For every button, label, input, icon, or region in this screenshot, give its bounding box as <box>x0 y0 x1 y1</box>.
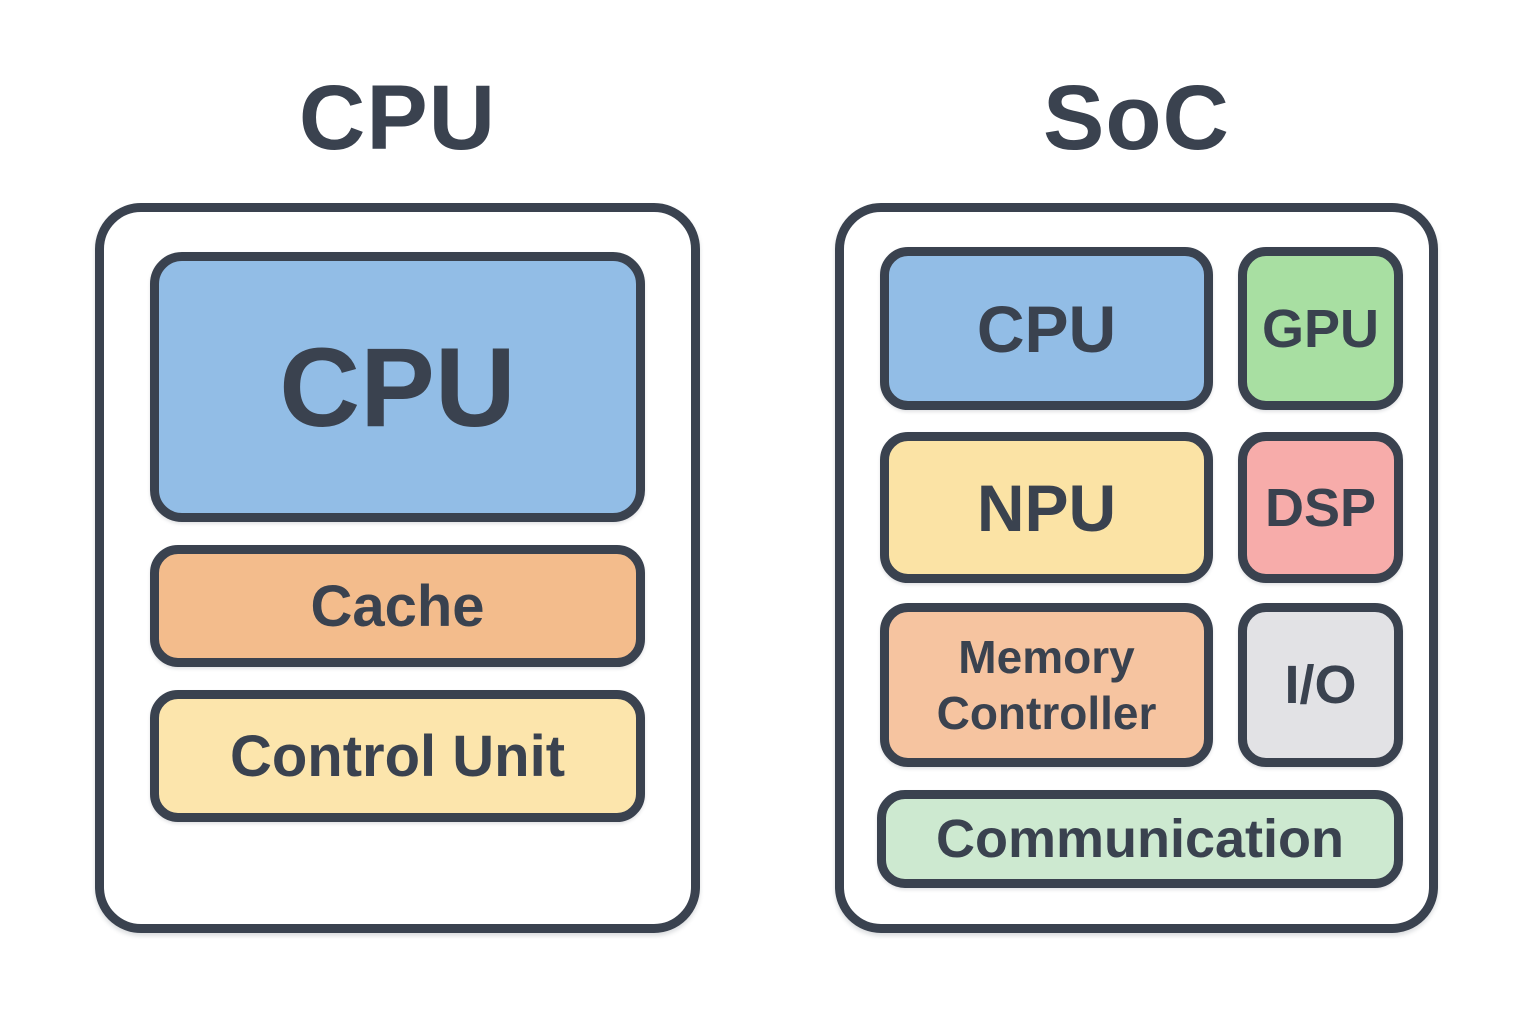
control-unit-block: Control Unit <box>150 690 645 822</box>
cpu-core-block: CPU <box>150 252 645 522</box>
soc-cpu-block: CPU <box>880 247 1213 410</box>
cache-block: Cache <box>150 545 645 667</box>
soc-memory-controller-block: Memory Controller <box>880 603 1213 767</box>
soc-io-block: I/O <box>1238 603 1403 767</box>
soc-dsp-block: DSP <box>1238 432 1403 583</box>
soc-gpu-block: GPU <box>1238 247 1403 410</box>
soc-communication-block: Communication <box>877 790 1403 888</box>
soc-npu-block: NPU <box>880 432 1213 583</box>
soc-chip-outline: CPU GPU NPU DSP Memory Controller I/O Co… <box>835 203 1438 933</box>
soc-panel-title: SoC <box>1043 67 1230 169</box>
cpu-panel-title: CPU <box>298 67 497 169</box>
cpu-chip-outline: CPU Cache Control Unit <box>95 203 700 933</box>
